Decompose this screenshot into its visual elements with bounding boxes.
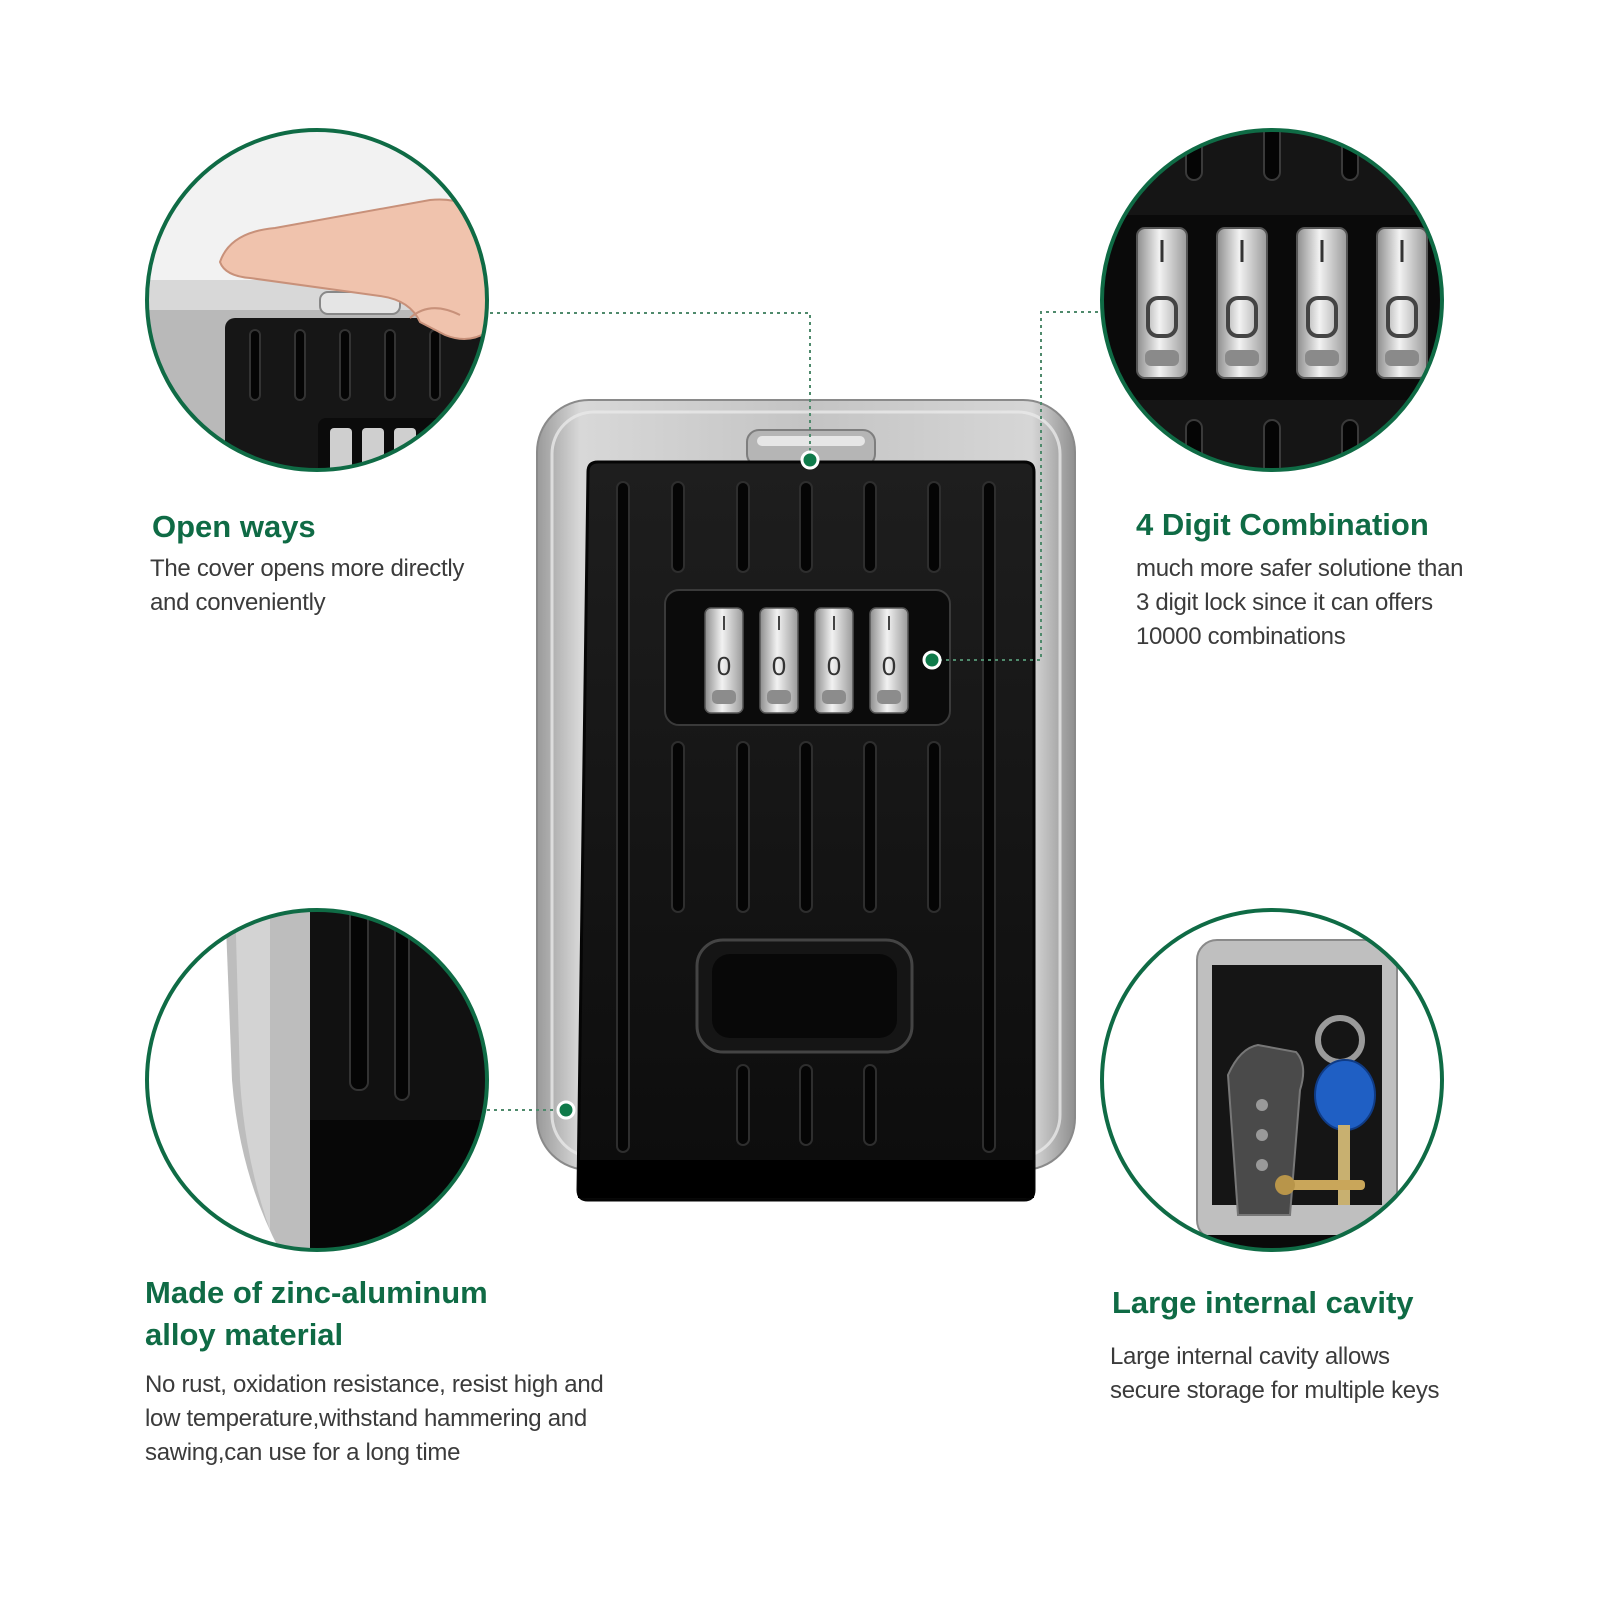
cavity-detail-image (1100, 908, 1444, 1252)
combination-detail-image (1100, 128, 1444, 472)
combination-line-2: 3 digit lock since it can offers (1136, 589, 1433, 616)
callout-dots (556, 450, 942, 1120)
combination-title: 4 Digit Combination (1136, 507, 1429, 542)
cavity-title: Large internal cavity (1112, 1285, 1414, 1320)
cavity-description: Large internal cavity allows secure stor… (1110, 1340, 1440, 1408)
dial-4[interactable] (869, 607, 909, 714)
dial-large-4 (1376, 227, 1428, 379)
dial-3[interactable] (814, 607, 854, 714)
dial-large-2 (1216, 227, 1268, 379)
dial-2[interactable] (759, 607, 799, 714)
combination-line-3: 10000 combinations (1136, 623, 1346, 650)
material-line-1: No rust, oxidation resistance, resist hi… (145, 1371, 604, 1398)
combination-dials[interactable]: 0 0 0 0 (704, 607, 909, 714)
dial-digit-2: 0 (772, 651, 786, 681)
material-line-2: low temperature,withstand hammering and (145, 1405, 587, 1432)
open-ways-title: Open ways (152, 509, 316, 544)
lockbox: 0 0 0 0 (536, 399, 1076, 1202)
dial-large-1 (1136, 227, 1188, 379)
dial-large-3 (1296, 227, 1348, 379)
material-line-3: sawing,can use for a long time (145, 1439, 461, 1466)
dial-digit-3: 0 (827, 651, 841, 681)
open-ways-detail-image (145, 128, 489, 472)
open-button[interactable] (695, 938, 914, 1054)
cavity-line-2: secure storage for multiple keys (1110, 1377, 1440, 1404)
combination-description: much more safer solutione than 3 digit l… (1136, 552, 1463, 654)
combination-line-1: much more safer solutione than (1136, 555, 1464, 582)
front-cover (576, 460, 1036, 1202)
cavity-line-1: Large internal cavity allows (1110, 1343, 1390, 1370)
dial-digit-1: 0 (717, 651, 731, 681)
callout-lines (487, 311, 1110, 1111)
open-ways-line-2: and conveniently (150, 589, 326, 616)
dial-1[interactable] (704, 607, 744, 714)
open-ways-line-1: The cover opens more directly (150, 555, 465, 582)
material-title-line-1: Made of zinc-aluminum (145, 1275, 488, 1310)
material-description: No rust, oxidation resistance, resist hi… (145, 1368, 604, 1470)
material-detail-image (145, 908, 489, 1252)
dial-digit-4: 0 (882, 651, 896, 681)
material-title-line-2: alloy material (145, 1317, 344, 1352)
material-title: Made of zinc-aluminum alloy material (145, 1272, 488, 1356)
open-ways-description: The cover opens more directly and conven… (150, 552, 464, 620)
